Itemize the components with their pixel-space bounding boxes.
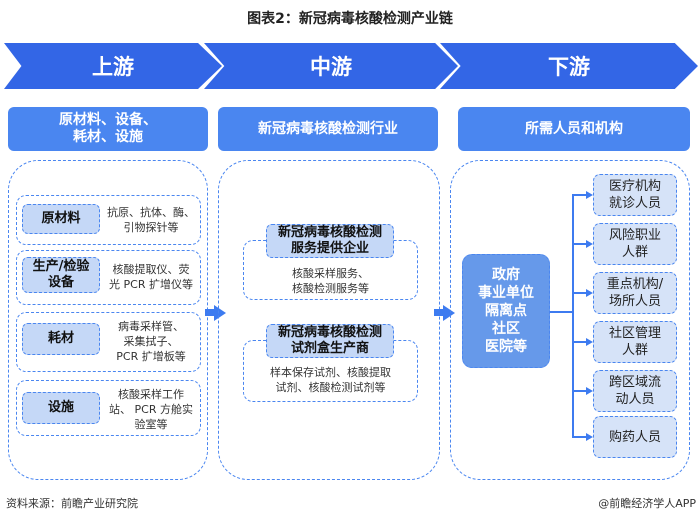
arrow-icon xyxy=(586,387,593,395)
header-downstream: 所需人员和机构 xyxy=(458,107,690,151)
header-midstream: 新冠病毒核酸检测行业 xyxy=(218,107,438,151)
midstream-label-reagent: 新冠病毒核酸检测 试剂盒生产商 xyxy=(266,324,394,358)
stage-midstream: 中游 xyxy=(204,43,458,89)
people-cross-region: 跨区域流 动人员 xyxy=(593,370,677,412)
upstream-desc-equipment: 核酸提取仪、荧 光 PCR 扩增仪等 xyxy=(109,263,193,291)
people-community-managed: 社区管理 人群 xyxy=(593,321,677,363)
people-risk-occupations: 风险职业 人群 xyxy=(593,223,677,265)
connector-line xyxy=(572,436,586,438)
flow-arrow-icon xyxy=(443,305,455,321)
credit-note: @前瞻经济学人APP xyxy=(598,497,696,510)
connector-line xyxy=(572,390,586,392)
connector-line xyxy=(572,194,574,437)
chart-title: 图表2：新冠病毒核酸检测产业链 xyxy=(247,11,453,27)
upstream-desc-facilities: 核酸采样工作 站、 PCR 方舱实 验室等 xyxy=(109,388,193,431)
upstream-label-raw-materials: 原材料 xyxy=(22,204,100,234)
upstream-desc-consumables: 病毒采样管、 采集拭子、 PCR 扩增板等 xyxy=(116,320,186,363)
upstream-item-frame xyxy=(16,380,201,436)
stage-downstream: 下游 xyxy=(440,43,698,89)
upstream-item-frame xyxy=(16,312,201,372)
midstream-label-service: 新冠病毒核酸检测 服务提供企业 xyxy=(266,224,394,258)
downstream-organizations: 政府 事业单位 隔离点 社区 医院等 xyxy=(462,254,550,368)
people-medical-visitors: 医疗机构 就诊人员 xyxy=(593,174,677,216)
midstream-desc-reagent: 样本保存试剂、核酸提取 试剂、核酸检测试剂等 xyxy=(270,366,391,394)
header-upstream: 原材料、设备、 耗材、设施 xyxy=(8,107,208,151)
flow-arrow-shaft xyxy=(205,309,215,316)
people-drug-buyers: 购药人员 xyxy=(593,416,677,458)
stage-upstream: 上游 xyxy=(4,43,222,89)
arrow-icon xyxy=(586,191,593,199)
upstream-label-facilities: 设施 xyxy=(22,392,100,424)
people-key-institutions: 重点机构/ 场所人员 xyxy=(593,272,677,314)
connector-line xyxy=(572,341,586,343)
downstream-frame xyxy=(450,160,690,480)
midstream-desc-service: 核酸采样服务、 核酸检测服务等 xyxy=(292,267,369,295)
upstream-item-frame xyxy=(16,250,201,305)
upstream-item-frame xyxy=(16,195,201,245)
source-note: 资料来源：前瞻产业研究院 xyxy=(6,497,138,510)
connector-line xyxy=(572,194,586,196)
arrow-icon xyxy=(586,433,593,441)
arrow-icon xyxy=(586,289,593,297)
upstream-desc-raw-materials: 抗原、抗体、酶、 引物探针等 xyxy=(107,206,195,234)
flow-arrow-icon xyxy=(214,305,226,321)
connector-line xyxy=(572,292,586,294)
connector-line xyxy=(550,311,572,313)
flow-arrow-shaft xyxy=(434,309,444,316)
connector-line xyxy=(572,243,586,245)
upstream-label-consumables: 耗材 xyxy=(22,323,100,355)
upstream-label-equipment: 生产/检验 设备 xyxy=(22,257,100,293)
arrow-icon xyxy=(586,338,593,346)
upstream-frame xyxy=(8,160,208,480)
midstream-frame xyxy=(218,160,440,480)
arrow-icon xyxy=(586,240,593,248)
